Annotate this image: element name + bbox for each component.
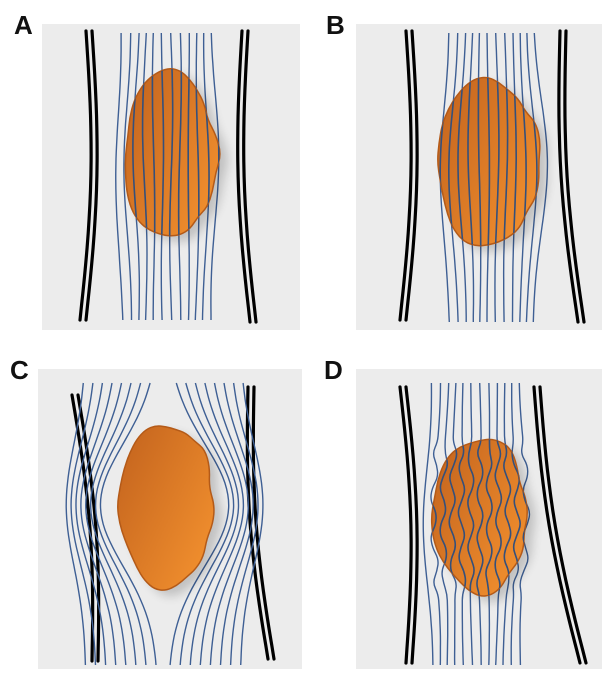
panel-a: A — [0, 0, 300, 337]
panel-d: D — [302, 337, 602, 674]
panel-a-diagram — [0, 0, 300, 337]
panel-d-diagram — [302, 337, 602, 674]
panel-b: B — [302, 0, 602, 337]
panel-c: C — [0, 337, 300, 674]
panel-c-label: C — [10, 357, 29, 383]
panel-b-label: B — [326, 12, 345, 38]
panel-d-label: D — [324, 357, 343, 383]
panel-a-label: A — [14, 12, 33, 38]
panel-b-diagram — [302, 0, 602, 337]
panel-c-diagram — [0, 337, 300, 674]
